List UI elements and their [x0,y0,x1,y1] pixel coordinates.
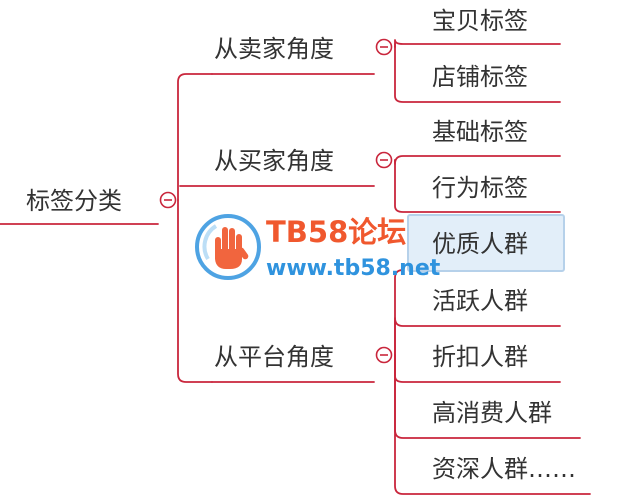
watermark-title: TB58论坛 [266,215,407,249]
watermark-url: www.tb58.net [266,256,441,281]
leaf-item-xingwei[interactable]: 行为标签 [432,174,528,202]
buyer-child-1-line [394,155,561,165]
seller-collapse-toggle[interactable] [375,38,393,56]
selected-node-highlight[interactable] [407,214,565,272]
hand-logo-icon [195,214,261,280]
platform-child-1-line [394,269,404,356]
leaf-item-jichu[interactable]: 基础标签 [432,118,528,146]
branch-buyer[interactable]: 从买家角度 [214,147,334,175]
leaf-item-zhekou[interactable]: 折扣人群 [432,343,528,371]
platform-child-5-line [394,354,591,495]
root-node[interactable]: 标签分类 [26,187,122,215]
platform-child-2-line [394,317,561,356]
buyer-child-2-line [394,159,561,213]
buyer-collapse-toggle[interactable] [375,151,393,169]
platform-collapse-toggle[interactable] [375,346,393,364]
leaf-item-baobei[interactable]: 宝贝标签 [432,7,528,35]
leaf-item-zishen[interactable]: 资深人群…… [432,455,576,483]
seller-child-2-line [394,46,561,103]
leaf-item-gaoxiaofei[interactable]: 高消费人群 [432,399,552,427]
leaf-item-youzhi[interactable]: 优质人群 [432,230,528,258]
spine-bottom [177,199,213,383]
leaf-item-dianpu[interactable]: 店铺标签 [432,63,528,91]
leaf-item-huoyue[interactable]: 活跃人群 [432,287,528,315]
spine-top [177,73,213,201]
root-collapse-toggle[interactable] [159,191,177,209]
branch-seller[interactable]: 从卖家角度 [214,35,334,63]
branch-platform[interactable]: 从平台角度 [214,343,334,371]
seller-child-1-line [394,39,561,48]
